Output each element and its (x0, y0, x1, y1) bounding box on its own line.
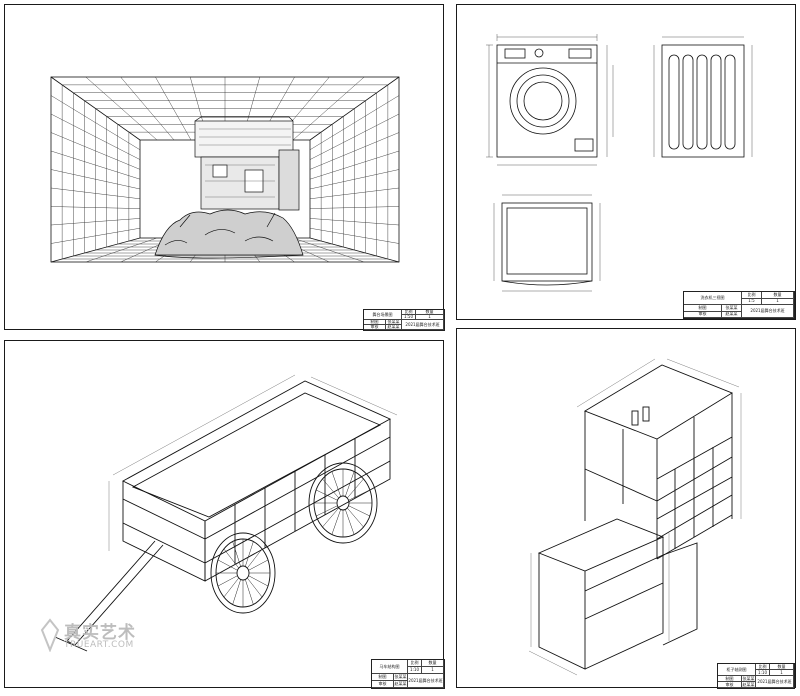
cabinet-axonometric-sheet: 柜子轴测图 比例 数量 1:10 1 制图 张某某 2021届舞台技术班 审核 … (456, 328, 796, 689)
tb-drawer: 张某某 (742, 676, 756, 682)
tb-col-scale: 比例 (756, 664, 770, 670)
tb-qty: 1 (770, 670, 794, 676)
cart-drawing (54, 374, 398, 652)
tb-org: 2021届舞台技术班 (742, 305, 794, 318)
tb-qty: 1 (762, 298, 794, 305)
stage-scene-sheet: 舞台场景图 比例 数量 1:50 1 制图 张某某 2021届舞台技术班 审核 … (4, 4, 445, 331)
tb-row-check: 审核 (684, 311, 722, 318)
tb-col-qty: 数量 (770, 664, 794, 670)
cabinet-drawing (528, 358, 742, 676)
tb-title: 舞台场景图 (364, 310, 402, 320)
tb-drawer: 张某某 (394, 674, 408, 681)
washing-machine-sheet: 洗衣机三视图 比例 数量 1:5 1 制图 张某某 2021届舞台技术班 审核 … (456, 4, 796, 320)
tb-col-qty: 数量 (762, 292, 794, 299)
watermark-english: TRUEART.COM (64, 640, 134, 650)
tb-checker: 赵某某 (742, 682, 756, 688)
tb-checker: 赵某某 (394, 681, 408, 688)
tb-row-draw: 制图 (718, 676, 742, 682)
tb-col-qty: 数量 (422, 660, 444, 667)
tb-qty: 1 (422, 667, 444, 674)
tb-col-scale: 比例 (402, 310, 416, 315)
tb-scale: 1:10 (756, 670, 770, 676)
tb-qty: 1 (416, 315, 444, 320)
tb-row-check: 审核 (372, 681, 394, 688)
tb-col-scale: 比例 (742, 292, 762, 299)
tb-col-qty: 数量 (416, 310, 444, 315)
watermark: 真实艺术 TRUEART.COM (40, 616, 150, 656)
stage-perspective-drawing (50, 76, 400, 263)
title-block: 马车结构图 比例 数量 1:10 1 制图 张某某 2021届舞台技术班 审核 … (371, 659, 445, 689)
tb-col-scale: 比例 (408, 660, 422, 667)
watermark-chinese: 真实艺术 (64, 623, 136, 643)
cart-structure-sheet: 马车结构图 比例 数量 1:10 1 制图 张某某 2021届舞台技术班 审核 … (4, 340, 445, 689)
tb-org: 2021届舞台技术班 (402, 320, 444, 330)
tb-scale: 1:5 (742, 298, 762, 305)
tb-row-draw: 制图 (372, 674, 394, 681)
tb-title: 洗衣机三视图 (684, 292, 742, 305)
tb-drawer: 张某某 (722, 305, 742, 312)
tb-drawer: 张某某 (386, 320, 402, 325)
tb-row-check: 审核 (718, 682, 742, 688)
tb-checker: 赵某某 (722, 311, 742, 318)
tb-row-check: 审核 (364, 325, 386, 330)
tb-org: 2021届舞台技术班 (408, 674, 444, 688)
title-block: 舞台场景图 比例 数量 1:50 1 制图 张某某 2021届舞台技术班 审核 … (363, 309, 445, 331)
tb-title: 马车结构图 (372, 660, 408, 674)
tb-title: 柜子轴测图 (718, 664, 756, 676)
washing-machine-drawing (486, 34, 753, 292)
title-block: 柜子轴测图 比例 数量 1:10 1 制图 张某某 2021届舞台技术班 审核 … (717, 663, 795, 689)
tb-org: 2021届舞台技术班 (756, 676, 794, 688)
tb-checker: 赵某某 (386, 325, 402, 330)
title-block: 洗衣机三视图 比例 数量 1:5 1 制图 张某某 2021届舞台技术班 审核 … (683, 291, 795, 319)
tb-row-draw: 制图 (364, 320, 386, 325)
tb-row-draw: 制图 (684, 305, 722, 312)
tb-scale: 1:10 (408, 667, 422, 674)
watermark-logo-icon (40, 618, 60, 652)
tb-scale: 1:50 (402, 315, 416, 320)
